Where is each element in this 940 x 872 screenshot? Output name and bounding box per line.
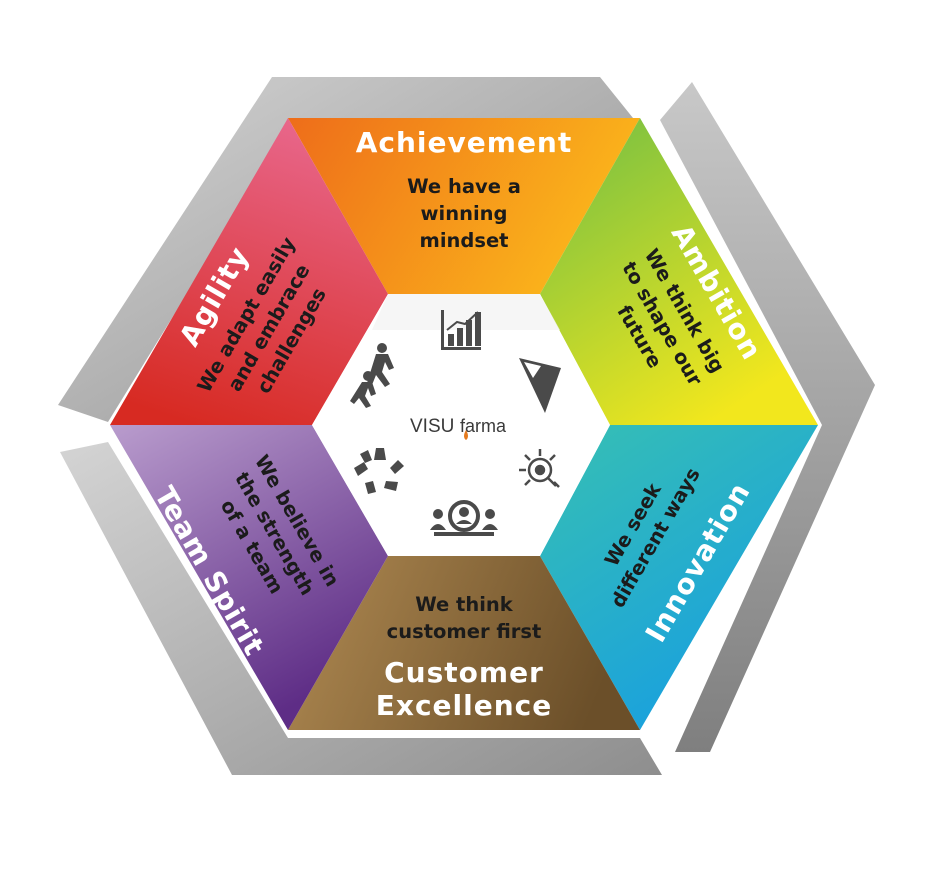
achievement-desc-line-2: winning [421, 202, 508, 225]
frame-bottom-left [60, 442, 662, 775]
team-hands-icon [354, 448, 404, 494]
segment-innovation [540, 425, 818, 730]
segment-achievement [288, 118, 640, 294]
customer-title-line-2: Excellence [376, 689, 552, 722]
visufarma-logo: VISU farma [410, 416, 507, 440]
achievement-desc-line-3: mindset [420, 229, 509, 252]
lightbulb-icon [519, 449, 560, 488]
climbers-icon [350, 343, 394, 408]
mountain-peak-icon [519, 358, 561, 413]
bar-chart-icon [441, 310, 481, 350]
segment-ambition [540, 118, 818, 425]
customer-desc-line-1: We think [415, 593, 514, 616]
segment-agility [110, 118, 388, 425]
frame-top-left [58, 77, 633, 422]
frame-right [660, 82, 875, 752]
achievement-desc-line-1: We have a [407, 175, 521, 198]
segment-team-spirit [110, 425, 388, 730]
logo-text-visu: VISU [410, 416, 454, 437]
logo-text-farma: farma [460, 416, 507, 436]
segment-customer-excellence [288, 556, 640, 730]
customer-desc-line-2: customer first [387, 620, 542, 643]
customer-title-line-1: Customer [384, 656, 544, 689]
logo-drop-icon [464, 430, 468, 440]
achievement-title: Achievement [356, 126, 573, 159]
customer-search-icon [430, 500, 498, 536]
